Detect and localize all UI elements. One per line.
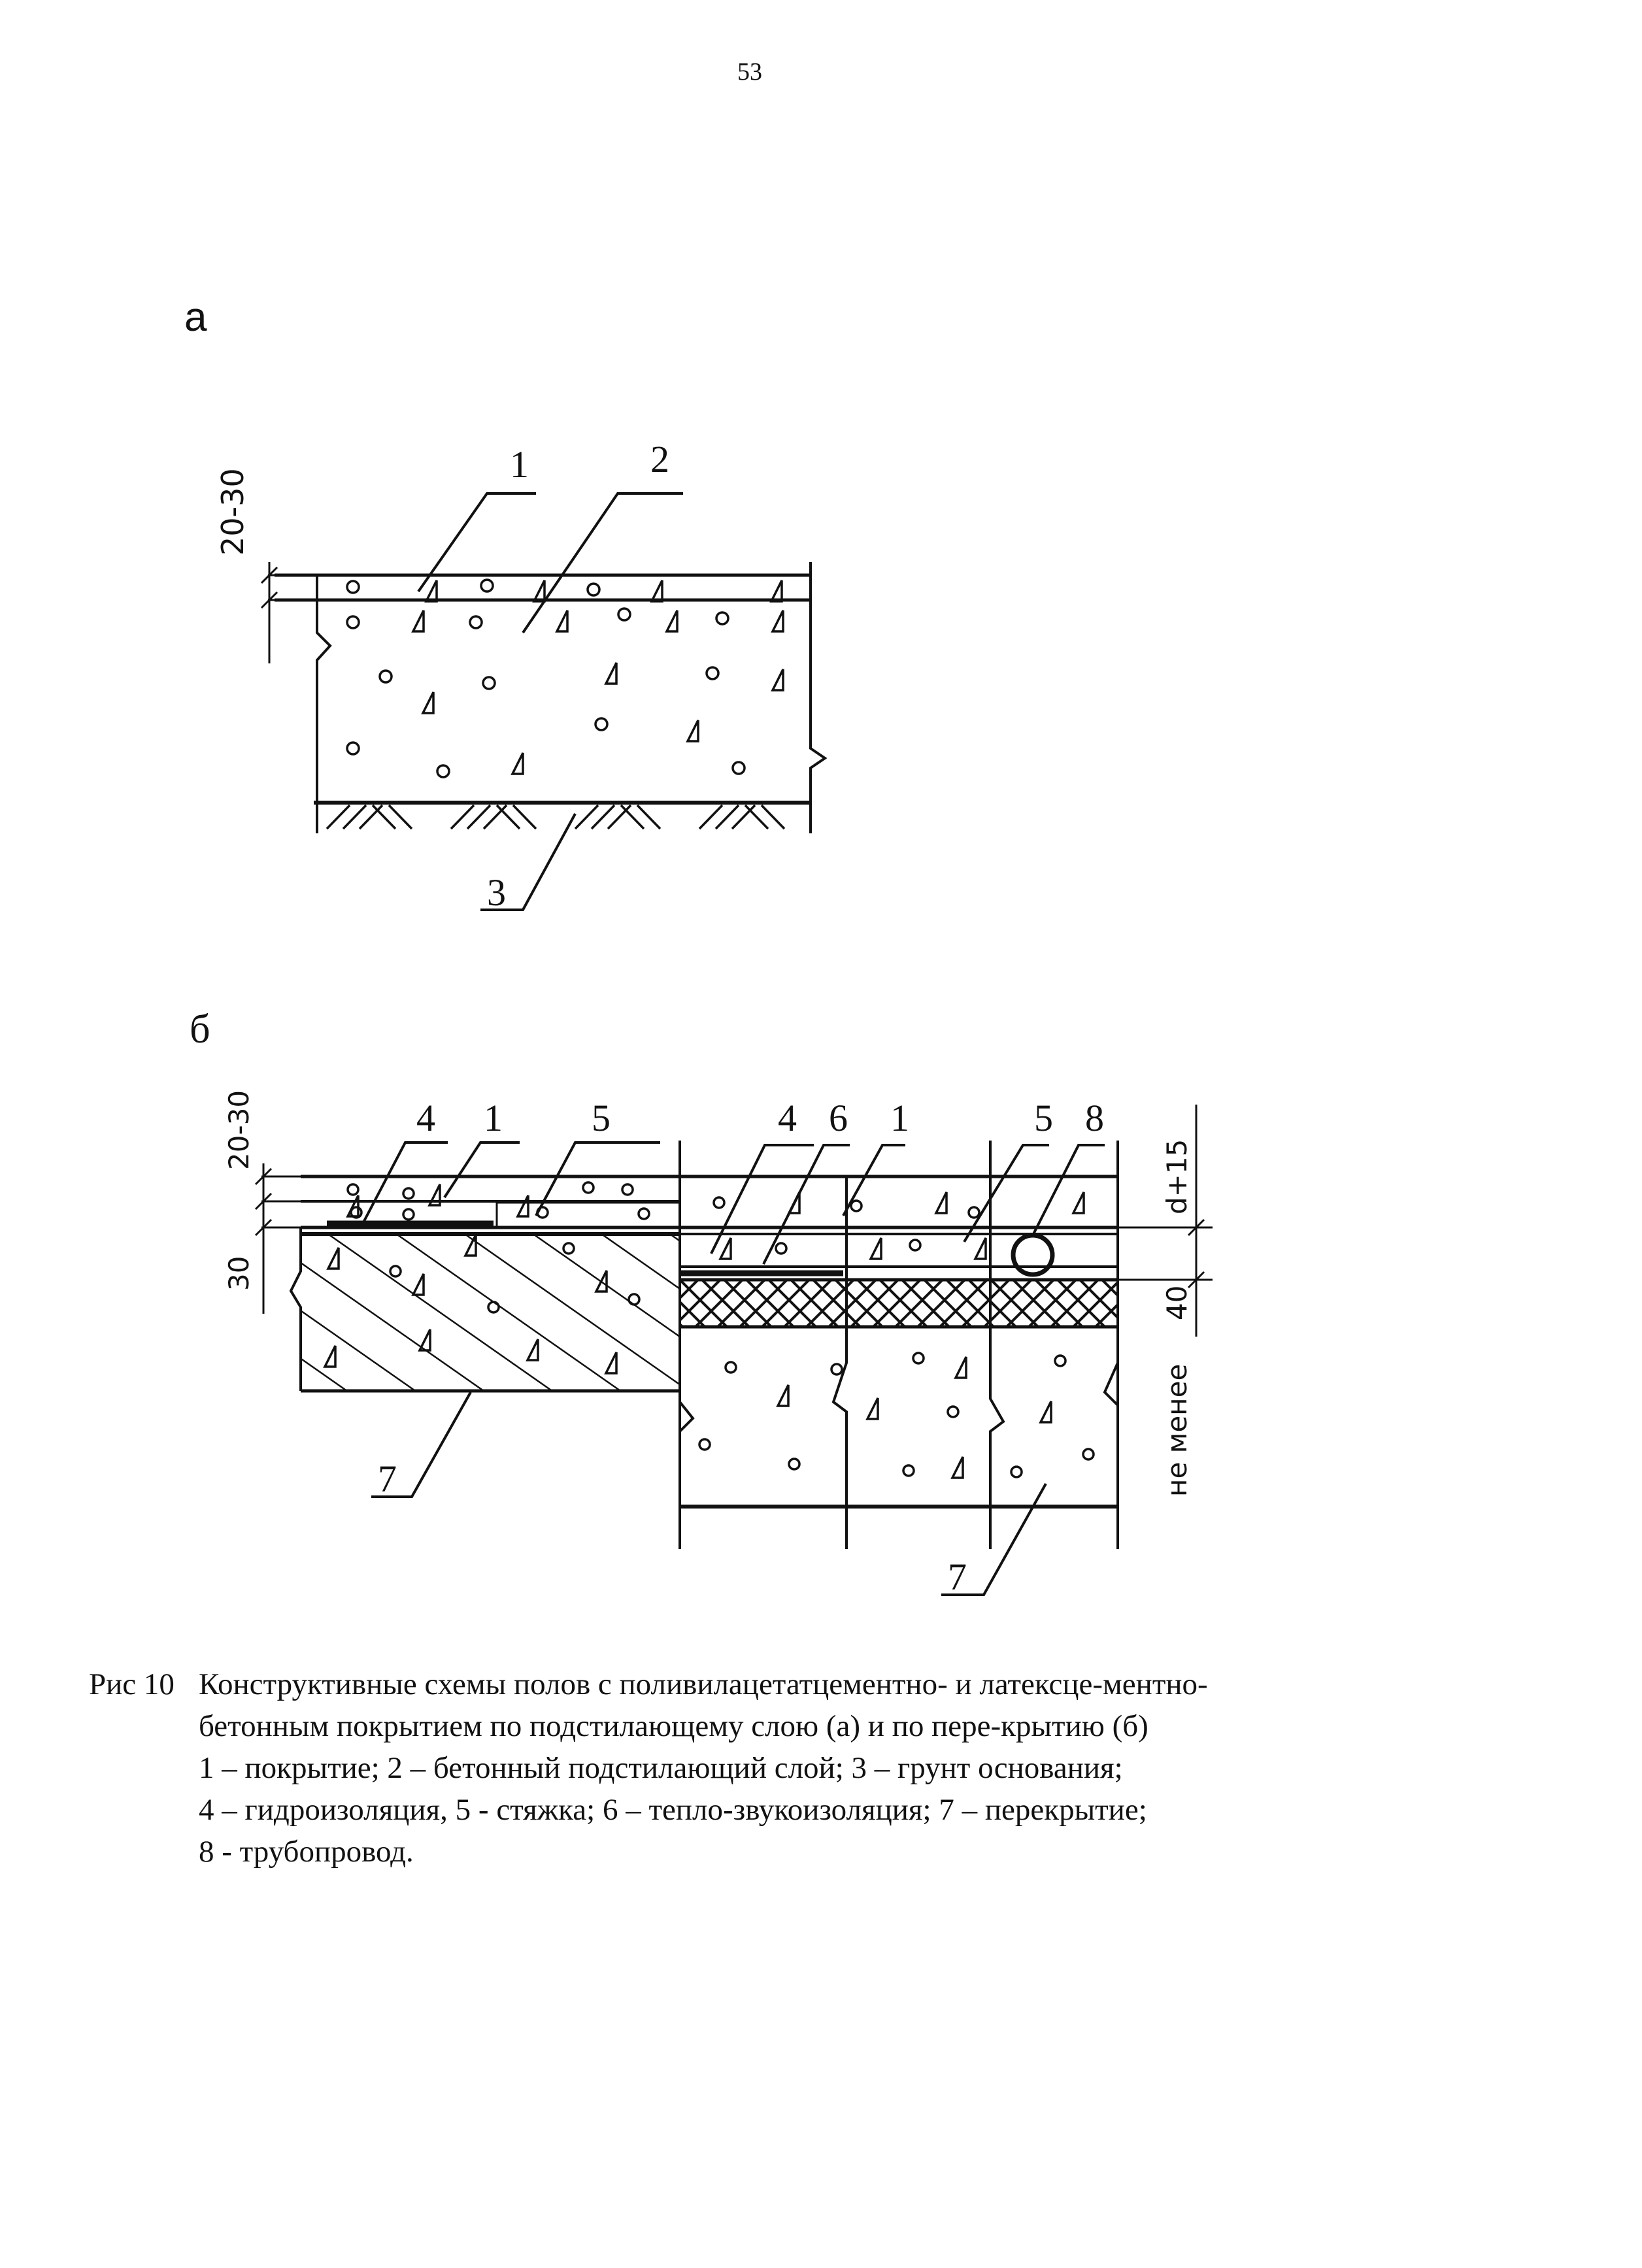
callout-b-7-right: 7 (948, 1556, 967, 1598)
legend-line: 4 – гидроизоляция, 5 - стяжка; 6 – тепло… (199, 1793, 1147, 1827)
dimension-b-topping: 20-30 (223, 1090, 255, 1170)
callout-b-6: 6 (829, 1097, 848, 1139)
page-number: 53 (737, 58, 762, 86)
callout-b-5-right: 5 (1034, 1097, 1053, 1139)
callout-b-4-left: 4 (416, 1097, 435, 1139)
aggregate-circles (346, 578, 746, 778)
callout-a-2: 2 (650, 438, 669, 480)
caption-prefix: Рис 10 (89, 1667, 175, 1701)
callout-b-1-right: 1 (890, 1097, 909, 1139)
callout-b-5-left: 5 (592, 1097, 611, 1139)
legend-line: 8 - трубопровод. (199, 1835, 414, 1869)
dimension-a-topping: 20-30 (215, 468, 250, 556)
pipe-icon (1011, 1233, 1055, 1277)
diagram-b (254, 1105, 1213, 1596)
dimension-b-min: не менее (1161, 1364, 1193, 1497)
aggregate-circles-b (346, 1181, 1095, 1478)
callout-a-3: 3 (487, 871, 506, 914)
dimension-b-screed: 30 (223, 1256, 255, 1291)
figure-caption: Рис 10 Конструктивные схемы полов с поли… (89, 1663, 1298, 1873)
callout-b-1-left: 1 (484, 1097, 503, 1139)
callout-a-1: 1 (510, 443, 529, 486)
diagram-a (260, 492, 828, 911)
callout-b-8: 8 (1085, 1097, 1104, 1139)
caption-legend: 1 – покрытие; 2 – бетонный подстилающий … (199, 1747, 1298, 1873)
ground-hatching (326, 804, 786, 830)
figure-a-label: а (184, 295, 207, 340)
figure-b-label: б (190, 1007, 210, 1052)
caption-text: Конструктивные схемы полов с поливилацет… (199, 1667, 1208, 1743)
aggregate-triangles (412, 579, 784, 775)
dimension-b-insulation: 40 (1161, 1286, 1193, 1320)
legend-line: 1 – покрытие; 2 – бетонный подстилающий … (199, 1751, 1123, 1785)
dimension-b-pipe: d+15 (1161, 1139, 1193, 1214)
callout-b-4-right: 4 (778, 1097, 797, 1139)
callout-b-7-left: 7 (378, 1458, 397, 1500)
